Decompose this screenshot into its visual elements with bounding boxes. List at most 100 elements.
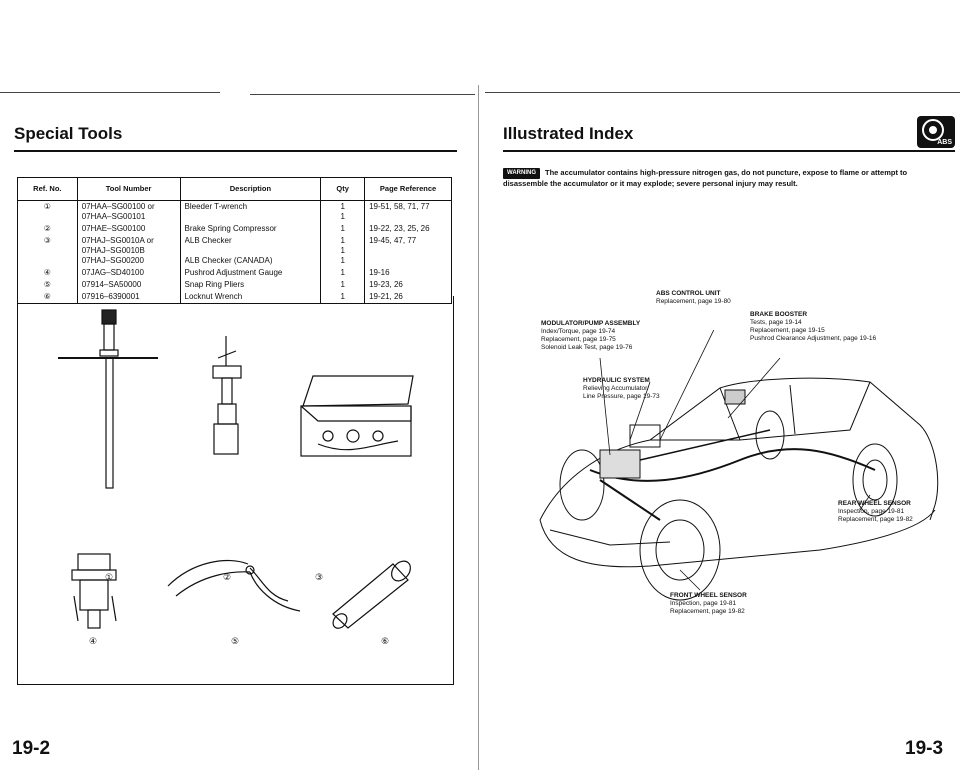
top-rule-right bbox=[485, 92, 960, 93]
cell-page-reference-line: 19-45, 47, 77 bbox=[369, 236, 417, 245]
cell-description-line: Pushrod Adjustment Gauge bbox=[184, 268, 283, 277]
car-abs-system-drawing bbox=[539, 330, 939, 601]
cell-ref-no-line: ⑥ bbox=[43, 292, 51, 301]
cell-qty-line: 1 bbox=[340, 224, 345, 233]
cell-qty-line: 1 bbox=[340, 246, 345, 255]
cell-ref-no-line bbox=[18, 212, 77, 222]
cell-tool-number-line: 07HAA–SG00100 or bbox=[81, 202, 155, 211]
cell-qty-line: 1 bbox=[340, 202, 345, 211]
callout-front-sensor-line-1: Inspection, page 19-81 bbox=[670, 600, 737, 607]
cell-tool-number-line: 07HAE–SG00100 bbox=[81, 224, 146, 233]
cell-page-reference-line: 19-16 bbox=[369, 268, 390, 277]
cell-page-reference: 19-22, 23, 25, 26 bbox=[364, 223, 452, 235]
cell-tool-number-line: 07JAG–SD40100 bbox=[81, 268, 144, 277]
cell-ref-no-line: ② bbox=[43, 224, 51, 233]
page-number-right: 19-3 bbox=[905, 738, 944, 759]
title-rule-left bbox=[14, 150, 457, 152]
callout-front-sensor-line-2: Replacement, page 19-82 bbox=[670, 608, 745, 615]
tool-callout-6: ⑥ bbox=[380, 636, 390, 646]
cell-page-reference-line bbox=[369, 246, 447, 256]
cell-description-line: Locknut Wrench bbox=[184, 292, 243, 301]
abs-icon-label: ABS bbox=[937, 139, 952, 146]
cell-page-reference-line: 19-22, 23, 25, 26 bbox=[369, 224, 430, 233]
header-tool-number: Tool Number bbox=[76, 177, 181, 201]
callout-abs-title: ABS CONTROL UNIT bbox=[656, 290, 721, 297]
cell-ref-no: ⑤ bbox=[18, 279, 78, 291]
callout-booster-title: BRAKE BOOSTER bbox=[750, 311, 808, 318]
cell-description: Pushrod Adjustment Gauge bbox=[179, 267, 321, 279]
pushrod-gauge-drawing bbox=[71, 553, 117, 629]
cell-tool-number: 07JAG–SD40100 bbox=[76, 267, 181, 279]
tool-callout-1: ① bbox=[104, 572, 114, 582]
page-gutter bbox=[478, 85, 479, 770]
tool-callout-4: ④ bbox=[88, 636, 98, 646]
cell-qty-line: 1 bbox=[340, 268, 345, 277]
callout-hydraulic-line-2: Line Pressure, page 19-73 bbox=[583, 393, 660, 400]
cell-tool-number-line: 07HAJ–SG0010A or bbox=[81, 236, 154, 245]
cell-tool-number-line: 07HAJ–SG00200 bbox=[81, 256, 144, 265]
page-number-left: 19-2 bbox=[12, 738, 51, 759]
callout-modulator-title: MODULATOR/PUMP ASSEMBLY bbox=[541, 320, 641, 327]
cell-description-line: Bleeder T-wrench bbox=[184, 202, 248, 211]
cell-page-reference: 19-21, 26 bbox=[364, 291, 452, 304]
header-ref-no: Ref. No. bbox=[17, 177, 78, 201]
callout-rear-wheel-sensor: REAR WHEEL SENSOR Inspection, page 19-81… bbox=[838, 500, 913, 524]
header-description: Description bbox=[179, 177, 321, 201]
warning-badge: WARNING bbox=[503, 168, 540, 179]
cell-description-line: ALB Checker (CANADA) bbox=[184, 256, 273, 265]
cell-page-reference: 19-51, 58, 71, 77 bbox=[364, 200, 452, 223]
cell-page-reference-line: 19-51, 58, 71, 77 bbox=[369, 202, 430, 211]
cell-qty-line: 1 bbox=[340, 280, 345, 289]
page-title-special-tools: Special Tools bbox=[14, 124, 123, 143]
cell-tool-number: 07914–SA50000 bbox=[76, 279, 181, 291]
cell-ref-no: ③ bbox=[18, 235, 78, 267]
callout-booster-line-1: Tests, page 19-14 bbox=[750, 319, 802, 326]
cell-description: Brake Spring Compressor bbox=[179, 223, 321, 235]
callout-rear-sensor-title: REAR WHEEL SENSOR bbox=[838, 500, 911, 507]
title-rule-right bbox=[503, 150, 955, 152]
callout-modulator-pump: MODULATOR/PUMP ASSEMBLY Index/Torque, pa… bbox=[541, 320, 640, 352]
cell-ref-no-line: ① bbox=[43, 202, 51, 211]
header-qty: Qty bbox=[320, 177, 365, 201]
cell-qty-line: 1 bbox=[340, 236, 345, 245]
cell-qty: 1 bbox=[320, 223, 365, 235]
table-header-row: Ref. No. Tool Number Description Qty Pag… bbox=[17, 177, 452, 201]
special-tools-table: Ref. No. Tool Number Description Qty Pag… bbox=[17, 177, 452, 304]
tools-drawing bbox=[58, 309, 414, 629]
cell-qty: 1 bbox=[320, 291, 365, 304]
warning-text: The accumulator contains high-pressure n… bbox=[503, 168, 908, 188]
cell-qty-line: 1 bbox=[340, 256, 345, 265]
cell-qty-line: 1 bbox=[340, 292, 345, 301]
cell-page-reference-line: 19-23, 26 bbox=[369, 280, 403, 289]
cell-page-reference-line bbox=[369, 212, 447, 222]
snap-ring-pliers-drawing bbox=[167, 559, 301, 612]
tool-callout-5: ⑤ bbox=[230, 636, 240, 646]
callout-hydraulic-line-1: Relieving Accumulator/ bbox=[583, 385, 650, 392]
tools-illustration: ① ② ③ ④ ⑤ ⑥ bbox=[17, 296, 454, 685]
callout-booster-line-3: Pushrod Clearance Adjustment, page 19-16 bbox=[750, 335, 877, 342]
callout-front-wheel-sensor: FRONT WHEEL SENSOR Inspection, page 19-8… bbox=[670, 592, 747, 616]
cell-ref-no-line: ⑤ bbox=[43, 280, 51, 289]
cell-tool-number-line: 07914–SA50000 bbox=[81, 280, 142, 289]
cell-qty: 1 bbox=[320, 267, 365, 279]
header-page-reference: Page Reference bbox=[364, 177, 452, 201]
cell-ref-no-line: ③ bbox=[43, 236, 51, 245]
cell-page-reference: 19-16 bbox=[364, 267, 452, 279]
callout-modulator-line-2: Replacement, page 19-75 bbox=[541, 336, 616, 343]
table-row: ② 07HAE–SG00100 Brake Spring Compressor 1 19… bbox=[18, 223, 452, 235]
spring-compressor-drawing bbox=[212, 336, 242, 455]
callout-modulator-line-3: Solenoid Leak Test, page 19-76 bbox=[541, 344, 633, 351]
callout-abs-control-unit: ABS CONTROL UNIT Replacement, page 19-80 bbox=[656, 290, 731, 306]
callout-front-sensor-title: FRONT WHEEL SENSOR bbox=[670, 592, 747, 599]
cell-page-reference: 19-23, 26 bbox=[364, 279, 452, 291]
cell-ref-no: ④ bbox=[18, 267, 78, 279]
cell-ref-no-line bbox=[18, 256, 77, 266]
